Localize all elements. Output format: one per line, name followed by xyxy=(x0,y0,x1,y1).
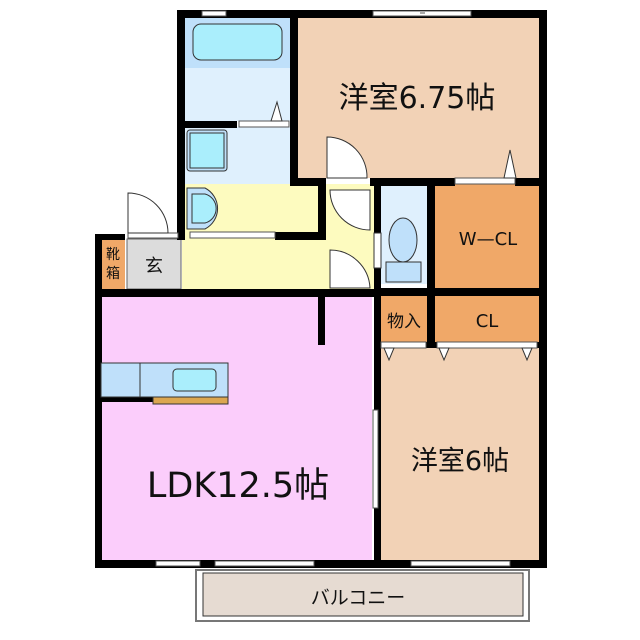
kitchen-counter xyxy=(100,362,229,405)
storage xyxy=(381,296,427,342)
ldk-label: LDK12.5帖 xyxy=(147,466,329,506)
entrance xyxy=(126,238,182,290)
storage-label: 物入 xyxy=(387,312,421,332)
closet-label: CL xyxy=(476,311,499,332)
entrance-label: 玄 xyxy=(145,256,163,277)
ldk xyxy=(101,297,372,562)
western-room-2-label: 洋室6帖 xyxy=(411,446,509,477)
walk-in-closet xyxy=(435,184,539,288)
doors xyxy=(127,136,382,289)
walk-in-closet-label: W—CL xyxy=(459,229,517,250)
balcony xyxy=(195,569,530,622)
shoe-box-label-top: 靴 xyxy=(106,247,120,263)
toilet-bowl xyxy=(388,217,418,263)
shoe-box-label-bottom: 箱 xyxy=(106,266,120,282)
balcony-label: バルコニー xyxy=(311,587,406,609)
shoe-box xyxy=(101,239,125,289)
bathtub xyxy=(192,23,283,61)
closet xyxy=(435,296,539,342)
western-room-2 xyxy=(380,348,540,562)
western-room-1-label: 洋室6.75帖 xyxy=(339,81,496,116)
